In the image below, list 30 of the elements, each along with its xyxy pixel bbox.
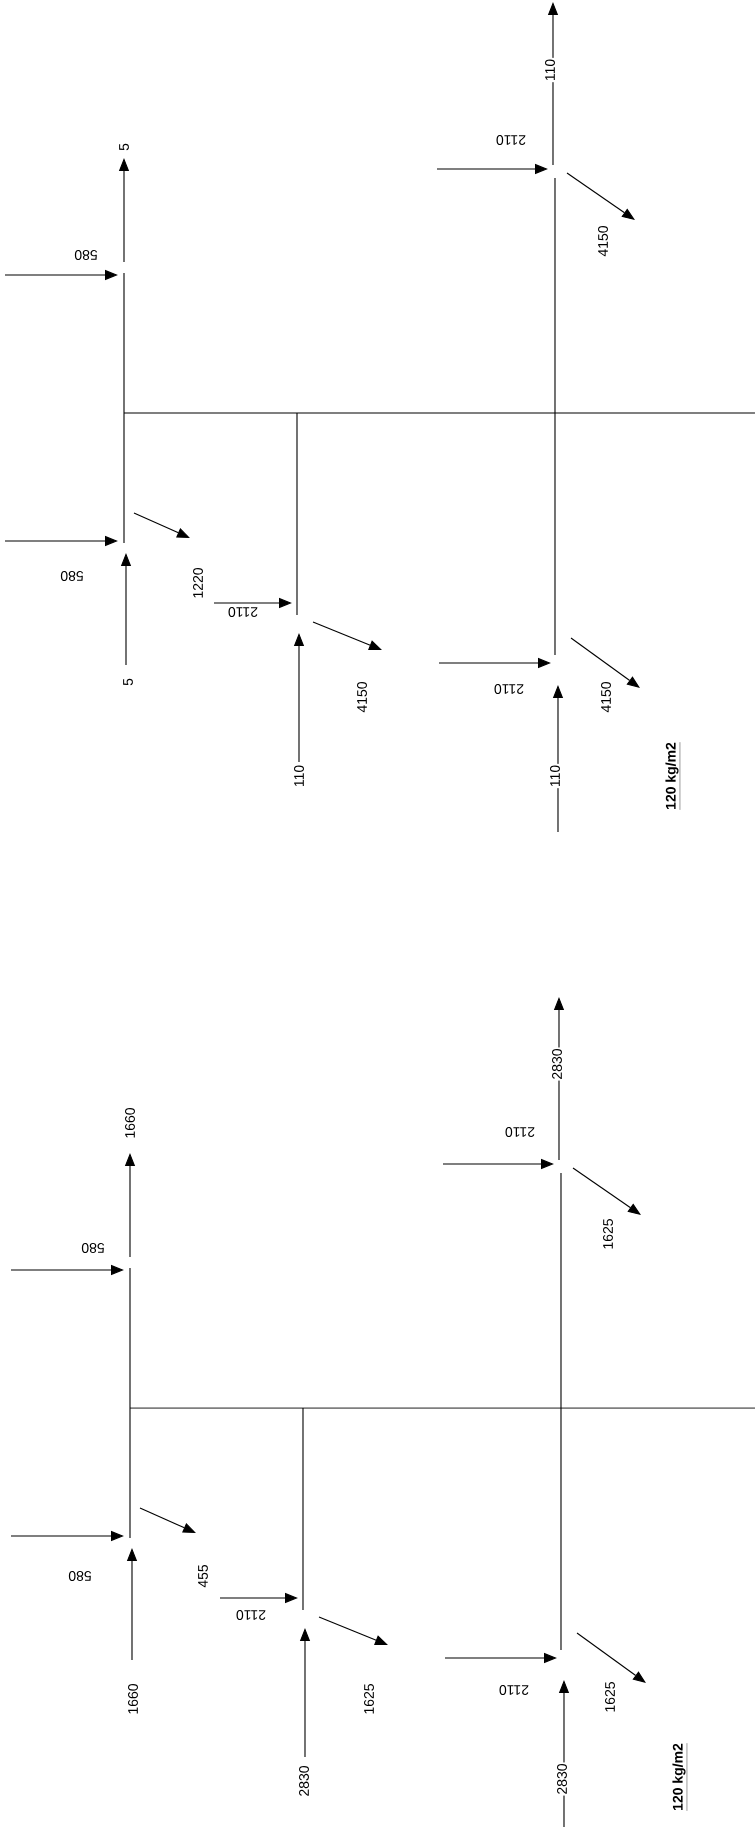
flow-value: 580 bbox=[73, 249, 99, 261]
flow-value: 1660 bbox=[127, 1682, 139, 1716]
flow-value: 2830 bbox=[556, 1762, 568, 1796]
flow-value: 1660 bbox=[124, 1106, 136, 1140]
flow-value: 580 bbox=[67, 1570, 93, 1582]
flow-value: 4150 bbox=[597, 224, 609, 258]
note: 120 kg/m2 bbox=[664, 741, 682, 811]
flow-value: 4150 bbox=[356, 680, 368, 714]
flow-value: 2110 bbox=[494, 134, 528, 146]
flow-value: 1625 bbox=[604, 1680, 616, 1714]
flow-value: 2830 bbox=[551, 1047, 563, 1081]
flow-value: 580 bbox=[59, 570, 85, 582]
flow-value: 5 bbox=[118, 142, 130, 152]
flow-value: 2110 bbox=[226, 606, 260, 618]
flow-value: 110 bbox=[549, 763, 561, 789]
flow-value: 110 bbox=[293, 763, 305, 789]
flow-value: 455 bbox=[197, 1563, 209, 1589]
note: 120 kg/m2 bbox=[671, 1742, 689, 1812]
flow-value: 110 bbox=[544, 57, 556, 83]
flow-value: 580 bbox=[80, 1242, 106, 1254]
flow-value: 4150 bbox=[600, 680, 612, 714]
flow-value: 2110 bbox=[234, 1609, 268, 1621]
flow-value: 2110 bbox=[497, 1684, 531, 1696]
flow-value: 2830 bbox=[298, 1764, 310, 1798]
flow-value: 5 bbox=[122, 677, 134, 687]
flow-value: 2110 bbox=[503, 1126, 537, 1138]
flow-value: 1625 bbox=[363, 1682, 375, 1716]
flow-value: 2110 bbox=[492, 683, 526, 695]
flow-value: 1220 bbox=[192, 566, 204, 600]
flow-value: 1625 bbox=[602, 1217, 614, 1251]
